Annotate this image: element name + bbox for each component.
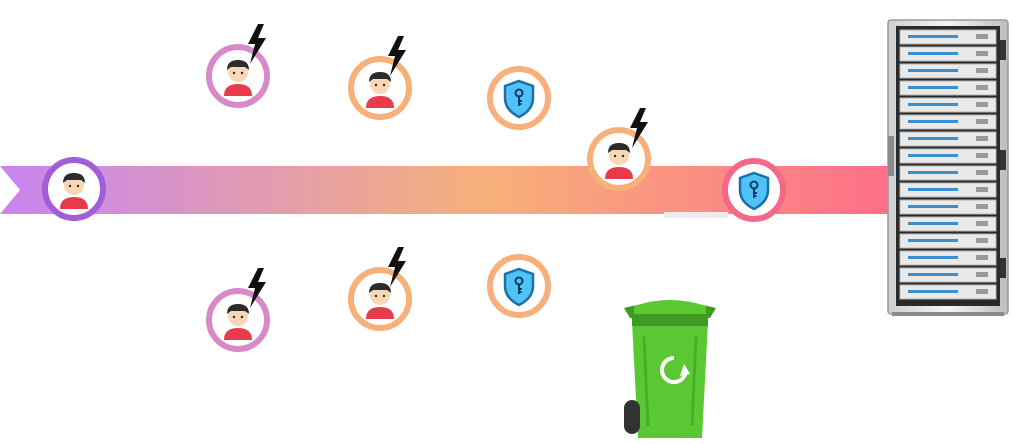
hacker-icon [366,283,394,319]
rack-unit-handle [976,238,988,243]
lightning-bolt-icon [248,24,266,64]
rack-unit-handle [976,34,988,39]
rack-unit-led-bar [908,103,958,106]
rack-unit-led-bar [908,273,958,276]
rack-unit-led-bar [908,205,958,208]
key-shield-node-top [487,66,551,130]
attacker-node-bottom-1 [206,288,270,352]
rack-unit-handle [976,68,988,73]
rack-unit-led-bar [908,35,958,38]
rack-unit-handle [976,153,988,158]
attacker-node-top-1 [206,44,270,108]
rack-unit-handle [976,204,988,209]
band-shadow [664,212,728,218]
rack-unit-led-bar [908,154,958,157]
key-shield-icon [503,79,535,119]
rack-unit-led-bar [908,239,958,242]
attacker-node-on-flow [587,127,651,191]
rack-unit-handle [976,221,988,226]
rack-unit-led-bar [908,256,958,259]
rack-unit-handle [976,272,988,277]
rack-unit-handle [976,255,988,260]
hacker-icon [366,72,394,108]
hacker-icon [605,143,633,179]
rack-unit-handle [976,136,988,141]
attacker-node-top-2 [348,56,412,120]
rack-unit-handle [976,85,988,90]
data-flow-band [0,166,890,214]
lightning-bolt-icon [630,108,648,148]
lightning-bolt-icon [388,36,406,76]
rack-unit-led-bar [908,171,958,174]
key-shield-node-on-flow [722,158,786,222]
sender-node [42,157,106,221]
key-shield-icon [738,171,770,211]
rack-unit-handle [976,170,988,175]
rack-unit-led-bar [908,290,958,293]
rack-unit-handle [976,289,988,294]
lightning-bolt-icon [388,247,406,287]
recycle-bin-icon [624,300,716,438]
rack-unit-led-bar [908,188,958,191]
rack-unit-led-bar [908,137,958,140]
rack-unit-led-bar [908,222,958,225]
key-shield-icon [503,267,535,307]
rack-unit-led-bar [908,86,958,89]
rack-unit-led-bar [908,120,958,123]
rack-unit-led-bar [908,52,958,55]
rack-unit-handle [976,51,988,56]
rack-unit-handle [976,102,988,107]
rack-unit-handle [976,187,988,192]
lightning-bolt-icon [248,268,266,308]
server-rack-icon [887,19,1009,316]
key-shield-node-bottom [487,254,551,318]
rack-unit-led-bar [908,69,958,72]
rack-unit-handle [976,119,988,124]
hacker-icon [224,60,252,96]
hacker-icon [224,304,252,340]
user-icon [60,173,88,209]
attacker-node-bottom-2 [348,267,412,331]
